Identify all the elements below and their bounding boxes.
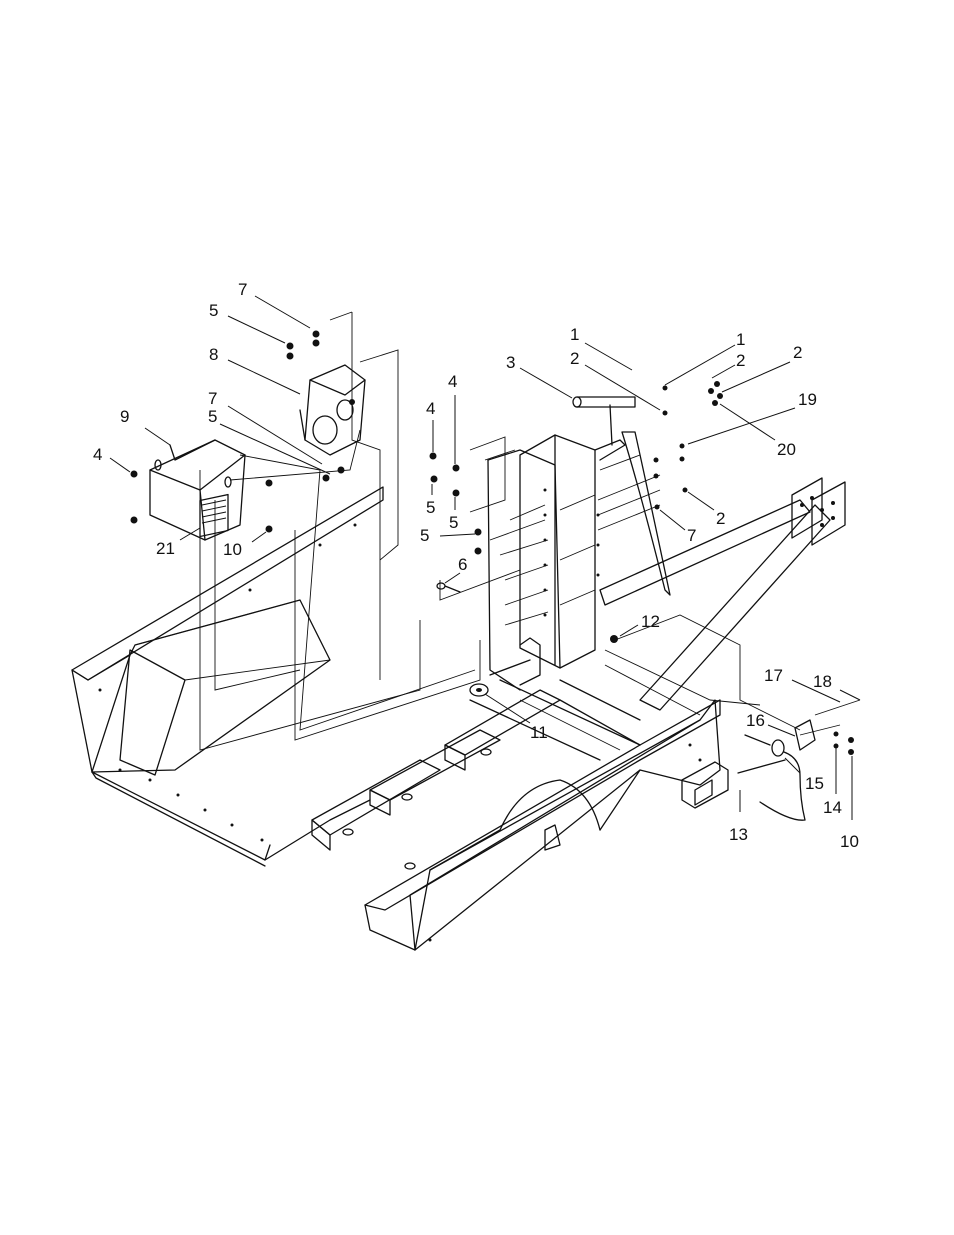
control-box <box>149 439 246 541</box>
callout-20: 20 <box>777 440 796 459</box>
callout-9: 9 <box>120 407 129 426</box>
callout-4: 4 <box>448 372 457 391</box>
callout-7: 7 <box>687 526 696 545</box>
callout-4: 4 <box>426 399 435 418</box>
callout-13: 13 <box>729 825 748 844</box>
callout-8: 8 <box>209 345 218 364</box>
callout-11: 11 <box>530 723 548 742</box>
callout-17: 17 <box>764 666 783 685</box>
winch <box>299 364 366 456</box>
callout-7: 7 <box>238 280 247 299</box>
callout-6: 6 <box>458 555 467 574</box>
callout-5: 5 <box>208 407 217 426</box>
callout-2: 2 <box>716 509 725 528</box>
callout-1: 1 <box>570 325 579 344</box>
callout-2: 2 <box>570 349 579 368</box>
callout-12: 12 <box>641 612 660 631</box>
callout-5: 5 <box>426 498 435 517</box>
callout-19: 19 <box>798 390 817 409</box>
callout-15: 15 <box>805 774 824 793</box>
sub-frame <box>311 679 721 951</box>
right-fender <box>409 699 729 951</box>
hardware <box>130 330 854 755</box>
cable-routing <box>199 311 801 751</box>
leader-lines <box>109 295 861 820</box>
callout-16: 16 <box>746 711 765 730</box>
wiring-harness <box>737 699 861 821</box>
callout-labels: 7 5 8 9 7 5 4 21 10 4 4 5 5 5 6 3 1 2 1 … <box>93 280 859 851</box>
callout-7: 7 <box>208 389 217 408</box>
callout-5: 5 <box>209 301 218 320</box>
callout-1: 1 <box>736 330 745 349</box>
callout-14: 14 <box>823 798 842 817</box>
callout-10: 10 <box>223 540 242 559</box>
boom-arm <box>599 431 846 711</box>
callout-2: 2 <box>793 343 802 362</box>
callout-2: 2 <box>736 351 745 370</box>
bed-deck <box>71 486 384 867</box>
callout-5: 5 <box>449 513 458 532</box>
callout-10: 10 <box>840 832 859 851</box>
callout-4: 4 <box>93 445 102 464</box>
callout-3: 3 <box>506 353 515 372</box>
callout-5: 5 <box>420 526 429 545</box>
callout-21: 21 <box>156 539 175 558</box>
headboard-column <box>487 396 636 691</box>
callout-18: 18 <box>813 672 832 691</box>
